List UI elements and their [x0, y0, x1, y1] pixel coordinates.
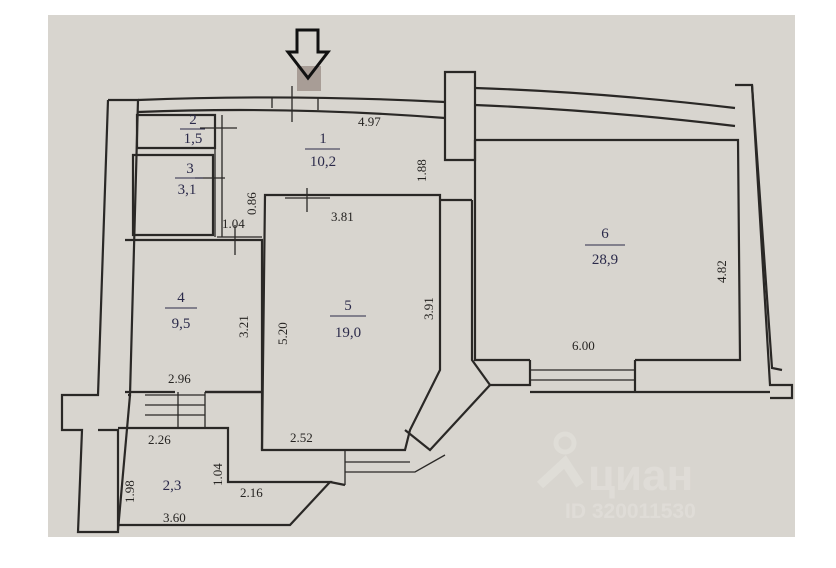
svg-text:1.98: 1.98	[122, 480, 137, 503]
svg-text:19,0: 19,0	[335, 325, 361, 341]
svg-text:1.04: 1.04	[222, 216, 245, 231]
svg-text:3.21: 3.21	[236, 315, 251, 338]
svg-text:3: 3	[186, 161, 194, 177]
svg-text:6: 6	[601, 226, 609, 242]
svg-text:4.97: 4.97	[358, 114, 381, 129]
svg-text:1: 1	[319, 131, 327, 147]
svg-text:1.04: 1.04	[210, 463, 225, 486]
watermark-id: ID 320011530	[565, 500, 696, 523]
cian-watermark: циан ID 320011530	[536, 431, 696, 523]
svg-text:6.00: 6.00	[572, 338, 595, 353]
svg-text:9,5: 9,5	[172, 316, 191, 332]
svg-text:5: 5	[344, 298, 352, 314]
svg-text:1.88: 1.88	[414, 159, 429, 182]
svg-text:3.91: 3.91	[421, 297, 436, 320]
entrance-arrow-icon	[284, 28, 332, 91]
svg-text:2.96: 2.96	[168, 371, 191, 386]
room-3-label: 3 3,1	[175, 161, 203, 198]
svg-text:2.26: 2.26	[148, 432, 171, 447]
room-6-label: 6 28,9	[585, 226, 625, 268]
svg-text:1,5: 1,5	[184, 131, 203, 147]
svg-text:3.60: 3.60	[163, 510, 186, 525]
svg-text:10,2: 10,2	[310, 154, 336, 170]
svg-text:2.16: 2.16	[240, 485, 263, 500]
walls	[60, 70, 794, 534]
room-2-label: 2 1,5	[180, 112, 205, 147]
svg-text:2.52: 2.52	[290, 430, 313, 445]
bathroom-area-label: 2,3	[163, 478, 182, 494]
dimension-labels: 4.97 1.88 0.86 1.04 3.81 3.91 5.20 3.21 …	[122, 114, 729, 525]
svg-text:28,9: 28,9	[592, 252, 618, 268]
svg-text:2: 2	[189, 112, 197, 128]
svg-text:3.81: 3.81	[331, 209, 354, 224]
room-4-label: 4 9,5	[165, 290, 197, 332]
svg-text:4.82: 4.82	[714, 260, 729, 283]
watermark-brand: циан	[588, 451, 693, 500]
svg-text:3,1: 3,1	[178, 182, 197, 198]
room-5-label: 5 19,0	[330, 298, 366, 341]
svg-text:5.20: 5.20	[275, 322, 290, 345]
svg-text:0.86: 0.86	[244, 192, 259, 215]
room-1-label: 1 10,2	[305, 131, 340, 170]
svg-text:4: 4	[177, 290, 185, 306]
